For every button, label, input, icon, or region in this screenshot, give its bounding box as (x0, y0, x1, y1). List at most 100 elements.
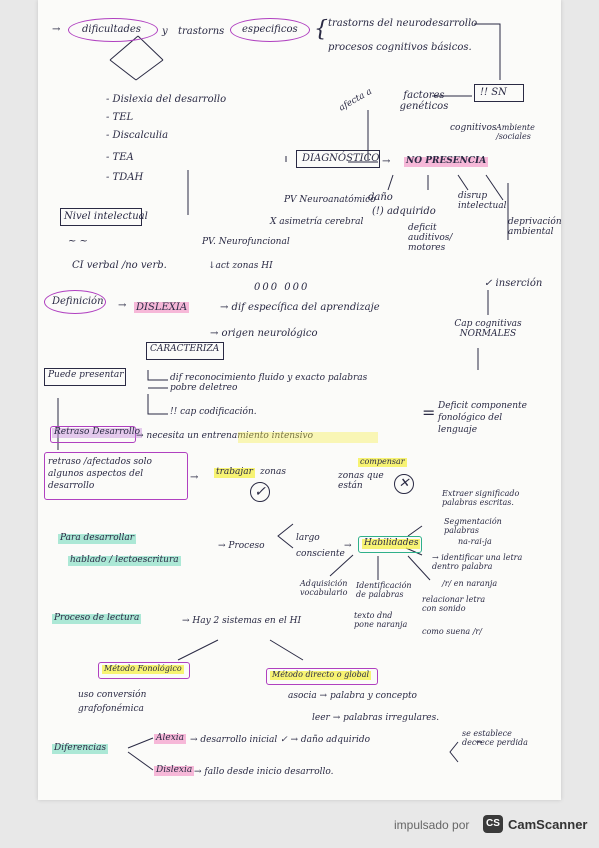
note-check: ✓ (250, 482, 270, 502)
note-brace: { (314, 17, 328, 42)
note-pv-neuro: PV Neuroanatómico (284, 195, 376, 205)
note-alexia: Alexia (154, 733, 187, 744)
note-x: ✕ (394, 474, 414, 494)
note-tilde: ~ ~ (68, 236, 88, 247)
note-arrow-hab: → (344, 541, 352, 551)
note-especificos: especificos (242, 24, 298, 35)
note-sn-cog: cognitivos (450, 123, 497, 133)
note-r: /r/ en naranja (442, 579, 498, 588)
box-nivel (60, 208, 142, 226)
box-fono (98, 662, 190, 679)
note-largo: largo (296, 533, 320, 543)
list-item-4: - TEA (106, 152, 134, 163)
note-insercion: ✓ inserción (484, 278, 543, 289)
note-dislexia-2: Dislexia (154, 765, 195, 776)
note-puede: Puede presentar (48, 370, 124, 380)
oval-especificos (230, 18, 310, 42)
note-ident: → identificar una letra dentro palabra (432, 553, 523, 571)
note-nivel: Nivel intelectual (64, 211, 148, 222)
note-cap-norm: Cap cognitivas NORMALES (454, 319, 522, 339)
note-asocia: asocia → palabra y concepto (288, 691, 417, 701)
box-habilidades (358, 536, 422, 553)
note-ci: CI verbal /no verb. (72, 260, 167, 271)
note-texto: texto dnd pone naranja (354, 611, 408, 629)
box-sn (474, 84, 524, 102)
oval-dificultades (68, 18, 158, 42)
note-entrenamiento-hl (238, 432, 378, 443)
note-idpal: Identificación de palabras (356, 581, 412, 599)
note-pobre: pobre deletreo (170, 383, 238, 393)
box-puede (44, 368, 126, 386)
note-arrow-def: → (118, 300, 127, 311)
oval-definicion (44, 290, 106, 314)
note-compensar: compensar (358, 457, 407, 467)
note-deficit-fono: Deficit componente fonológico del lengua… (438, 401, 527, 436)
note-factores: factores genéticos (399, 90, 449, 112)
note-definicion: Definición (52, 296, 104, 307)
note-necesita: → necesita un entrenamiento intensivo (136, 431, 314, 441)
footer-impulsado: impulsado por (394, 818, 470, 832)
note-como: como suena /r/ (422, 627, 482, 636)
note-relac: relacionar letra con sonido (422, 595, 486, 613)
note-para: Para desarrollar (58, 533, 137, 544)
note-fallo: → fallo desde inicio desarrollo. (194, 767, 334, 777)
note-dif-esp: → dif específica del aprendizaje (220, 302, 380, 313)
note-arrow-np: → (382, 156, 391, 167)
note-desarrollo: → desarrollo inicial ✓ → daño adquirido (190, 735, 371, 745)
box-retraso (50, 426, 136, 443)
note-leer: leer → palabras irregulares. (312, 713, 440, 723)
note-depriv: deprivación ambiental (508, 217, 562, 237)
note-uso: uso conversión grafofonémica (78, 690, 147, 715)
note-trabajar: trabajar (214, 467, 255, 478)
note-neuro: trastorns del neurodesarrollo (328, 18, 478, 29)
note-caracteriza: CARACTERIZA (150, 344, 220, 354)
note-zonas: zonas (260, 467, 286, 477)
camscanner-logo-icon: CS (483, 815, 503, 833)
note-eq: = (422, 403, 436, 422)
note-dificultades: dificultades (82, 24, 141, 35)
note-deficit-aud: deficit auditivos/ motores (408, 223, 453, 253)
list-item-2: - TEL (106, 112, 134, 123)
note-diagnostico: DIAGNÓSTICO (302, 153, 380, 164)
note-proceso: → Proceso (218, 541, 265, 551)
note-trastornos: trastorns (178, 26, 225, 37)
note-hablado: hablado / lectoescritura (68, 555, 181, 566)
list-item-3: - Discalculia (106, 130, 169, 141)
note-hay: → Hay 2 sistemas en el HI (182, 616, 302, 626)
note-directo: Método directo o global (270, 670, 372, 680)
box-directo (266, 668, 378, 685)
note-se: se establece decrece perdida (462, 729, 528, 747)
list-item-5: - TDAH (106, 172, 144, 183)
note-no-presencia: NO PRESENCIA (404, 156, 489, 167)
note-extraer: Extraer significado palabras escritas. (442, 489, 520, 507)
box-retraso-desc (44, 452, 188, 500)
note-retraso-desc: retraso /afectados solo algunos aspectos… (48, 457, 152, 492)
note-act: ↓act zonas HI (208, 261, 273, 271)
note-narai: na-rai-ja (458, 537, 492, 546)
note-disrup: disrup intelectual (458, 191, 507, 211)
arrows-lines (57, 23, 509, 771)
note-dano: daño (368, 192, 393, 203)
note-adq: Adquisición vocabulario (300, 579, 348, 597)
note-retraso: Retraso Desarrollo (52, 427, 143, 438)
note-cod: !! cap codificación. (170, 407, 257, 417)
footer-brand-name: CamScanner (508, 817, 588, 832)
note-reconoc: dif reconocimiento fluido y exacto palab… (170, 373, 368, 383)
note-pv-asim: X asimetría cerebral (270, 217, 364, 227)
note-dislexia: DISLEXIA (134, 302, 190, 313)
note-consciente: consciente (296, 549, 345, 559)
note-origen: → origen neurológico (210, 328, 318, 339)
box-diagnostico (296, 150, 380, 168)
note-diferencias: Diferencias (52, 743, 109, 754)
note-zonas2: zonas que están (338, 471, 384, 491)
note-y: y (162, 26, 168, 37)
list-item-1: - Dislexia del desarrollo (106, 94, 227, 105)
note-sn-amb: Ambiente /sociales (496, 123, 535, 141)
note-arrow-start: → (52, 24, 61, 35)
note-habilidades: Habilidades (362, 538, 421, 549)
note-adquirido: (!) adquirido (372, 206, 436, 217)
note-proceso-lectura: Proceso de lectura (52, 613, 142, 624)
box-caracteriza (146, 342, 224, 360)
note-pv-func: PV. Neurofuncional (202, 237, 290, 247)
note-segmentar: Segmentación palabras (444, 517, 502, 535)
